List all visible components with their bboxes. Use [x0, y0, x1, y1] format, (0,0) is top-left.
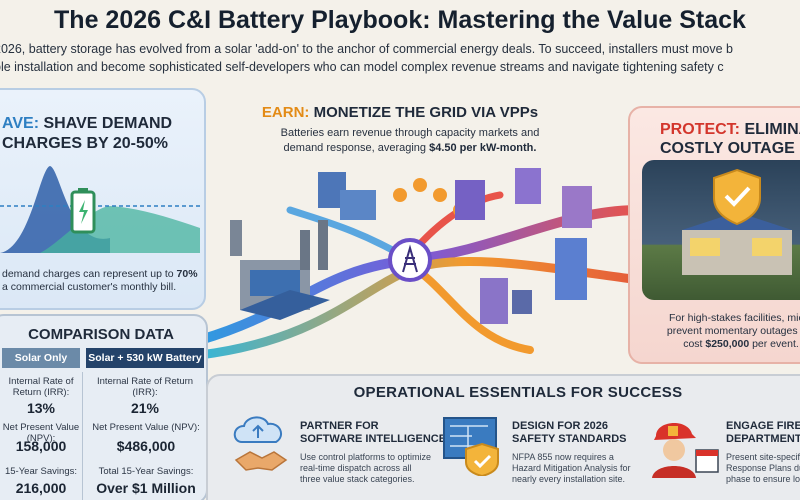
earn-heading: EARN: MONETIZE THE GRID VIA VPPs — [250, 104, 550, 121]
ess-2-title-2: SAFETY STANDARDS — [512, 433, 627, 445]
save-note: demand charges can represent up to 70% a… — [2, 268, 202, 294]
comparison-col-solar-battery: Solar + 530 kW Battery — [86, 348, 204, 368]
ess-3-title-2: DEPARTMENTS E — [726, 433, 800, 445]
irr-value-2: 21% — [130, 400, 160, 416]
solar-panel-icon — [240, 290, 330, 320]
ess-1-body-3: three value stack categories. — [300, 474, 415, 484]
ess-3-body-3: phase to ensure long- — [726, 474, 800, 484]
intro-line-1: 2026, battery storage has evolved from a… — [0, 42, 733, 56]
ess-3-body-1: Present site-specific E — [726, 452, 800, 462]
protect-note-line-2: prevent momentary outages tha — [666, 325, 800, 337]
earn-subtext: Batteries earn revenue through capacity … — [260, 126, 560, 156]
earn-sub-line-2-bold: $4.50 per kW-month. — [429, 142, 537, 154]
ess-3-body: Present site-specific E Response Plans d… — [726, 452, 800, 485]
factory-icon — [230, 220, 328, 310]
npv-value-1: 158,000 — [15, 438, 67, 454]
shield-check-icon — [465, 442, 499, 476]
earn-accent: EARN: — [261, 104, 310, 121]
earn-sub-line-2: demand response, averaging $4.50 per kW-… — [260, 141, 560, 156]
shield-check-icon — [713, 168, 761, 226]
grid-network-illustration — [195, 168, 645, 360]
facility-graphic — [682, 168, 792, 275]
protect-heading-rest-1: ELIMINA — [744, 121, 800, 138]
firefighter-icon — [652, 422, 719, 478]
irr-label-2: Internal Rate of Return (IRR): — [96, 376, 194, 398]
protect-note-line-3-pre: cost — [683, 338, 706, 350]
protect-heading-rest-2: COSTLY OUTAGE LOS — [660, 140, 800, 157]
save-note-post: a commercial customer's monthly bill. — [2, 281, 177, 293]
save-note-bold: 70% — [176, 268, 198, 280]
page-title: The 2026 C&I Battery Playbook: Mastering… — [54, 6, 746, 34]
demand-curve-chart — [0, 166, 200, 253]
save-heading: AVE: SHAVE DEMAND CHARGES BY 20-50% — [2, 114, 202, 154]
savings-label-2: Total 15-Year Savings: — [98, 466, 194, 477]
comparison-col-solar-only: Solar Only — [2, 348, 80, 368]
transmission-tower-icon — [388, 238, 432, 282]
save-note-pre: demand charges can represent up to — [2, 268, 177, 280]
city-buildings-icon — [455, 168, 592, 324]
save-heading-rest: SHAVE DEMAND CHARGES BY 20-50% — [2, 115, 173, 152]
irr-value-1: 13% — [26, 400, 56, 416]
ess-3-title-1: ENGAGE FIRE — [726, 420, 800, 432]
savings-value-1: 216,000 — [15, 480, 67, 496]
blueprint-icon — [443, 417, 499, 476]
save-accent: AVE: — [2, 115, 40, 132]
ops-title: OPERATIONAL ESSENTIALS FOR SUCCESS — [353, 384, 683, 401]
earn-sub-line-1: Batteries earn revenue through capacity … — [280, 127, 540, 139]
ess-1-body: Use control platforms to optimize real-t… — [300, 452, 431, 485]
savings-value-2: Over $1 Million — [96, 480, 196, 496]
ess-2-body: NFPA 855 now requires a Hazard Mitigatio… — [512, 452, 631, 485]
cloud-upload-icon — [233, 416, 288, 471]
ess-1-title: PARTNER FOR SOFTWARE INTELLIGENCE — [300, 420, 446, 446]
comparison-panel: COMPARISON DATA Solar Only Solar + 530 k… — [0, 314, 208, 500]
protect-note-line-3-bold: $250,000 — [705, 338, 750, 350]
protect-note: For high-stakes facilities, micro preven… — [656, 312, 800, 351]
protect-note-line-3-post: per event. — [749, 338, 799, 350]
earn-heading-rest: MONETIZE THE GRID VIA VPPs — [313, 104, 539, 121]
ess-3-title: ENGAGE FIRE DEPARTMENTS E — [726, 420, 800, 446]
protect-note-line-1: For high-stakes facilities, micro — [668, 312, 800, 324]
npv-label-1: Net Present Value (NPV): — [2, 422, 80, 444]
facility-night-illustration — [642, 160, 800, 300]
comparison-divider — [82, 372, 83, 500]
intro-line-2: ple installation and become sophisticate… — [0, 60, 724, 74]
earn-sub-line-2-pre: demand response, averaging — [283, 142, 430, 154]
ess-1-body-2: real-time dispatch across all — [300, 463, 412, 473]
ess-1-body-1: Use control platforms to optimize — [300, 452, 432, 462]
irr-label-1: Internal Rate of Return (IRR): — [8, 376, 74, 398]
handshake-icon — [234, 451, 288, 471]
battery-icon — [70, 188, 96, 234]
intro-text: 2026, battery storage has evolved from a… — [0, 40, 800, 78]
ess-2-body-2: Hazard Mitigation Analysis for — [512, 463, 631, 473]
protect-note-line-3: cost $250,000 per event. — [656, 338, 800, 351]
save-panel: AVE: SHAVE DEMAND CHARGES BY 20-50% dema… — [0, 88, 206, 310]
comparison-title: COMPARISON DATA — [28, 326, 174, 343]
npv-label-2: Net Present Value (NPV): — [92, 422, 200, 433]
protect-heading: PROTECT: ELIMINA COSTLY OUTAGE LOS — [660, 120, 800, 158]
operational-essentials-panel: OPERATIONAL ESSENTIALS FOR SUCCESS PARTN… — [206, 374, 800, 500]
ess-2-body-1: NFPA 855 now requires a — [512, 452, 614, 462]
ess-2-body-3: nearly every installation site. — [512, 474, 626, 484]
ess-2-title: DESIGN FOR 2026 SAFETY STANDARDS — [512, 420, 627, 446]
ess-1-title-1: PARTNER FOR — [300, 420, 379, 432]
npv-value-2: $486,000 — [116, 438, 176, 454]
ess-3-body-2: Response Plans durin — [726, 463, 800, 473]
savings-label-1: 15-Year Savings: — [4, 466, 77, 477]
ess-1-title-2: SOFTWARE INTELLIGENCE — [300, 433, 447, 445]
protect-panel: PROTECT: ELIMINA COSTLY OUTAGE LOS For h… — [628, 106, 800, 364]
protect-accent: PROTECT: — [660, 121, 740, 138]
office-building-icon — [318, 172, 376, 220]
ess-2-title-1: DESIGN FOR 2026 — [512, 420, 608, 432]
calendar-icon — [695, 449, 719, 473]
